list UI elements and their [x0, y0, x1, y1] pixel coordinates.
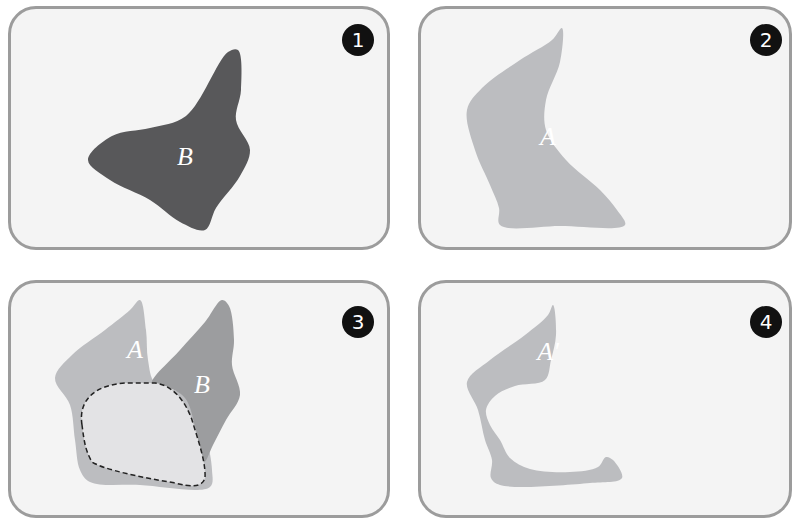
intersection-region	[81, 383, 205, 486]
step-panel: A' 4	[418, 280, 792, 518]
region-shape: B	[152, 300, 240, 462]
callout-number: 1	[342, 24, 374, 56]
step-panel: A2	[418, 6, 792, 250]
region-label: A	[540, 123, 556, 152]
step-panel: A B 3	[8, 280, 390, 518]
shape-outline	[467, 305, 622, 485]
region-label: A	[127, 336, 143, 365]
step-panel: B1	[8, 6, 390, 250]
shape-fill	[467, 28, 626, 228]
shape-fill	[88, 49, 250, 230]
shape-outline	[88, 50, 250, 230]
callout-number: 3	[342, 306, 374, 338]
callout-number: 2	[750, 24, 782, 56]
callout-number: 4	[750, 306, 782, 338]
region-shape: A	[467, 28, 625, 226]
shape-fill	[152, 300, 240, 462]
shape-fill	[467, 305, 623, 487]
region-label: A'	[537, 338, 558, 367]
region-label: B	[194, 371, 210, 400]
region-shape: A'	[467, 305, 622, 485]
region-label: B	[177, 143, 193, 172]
region-shape: B	[88, 50, 250, 230]
